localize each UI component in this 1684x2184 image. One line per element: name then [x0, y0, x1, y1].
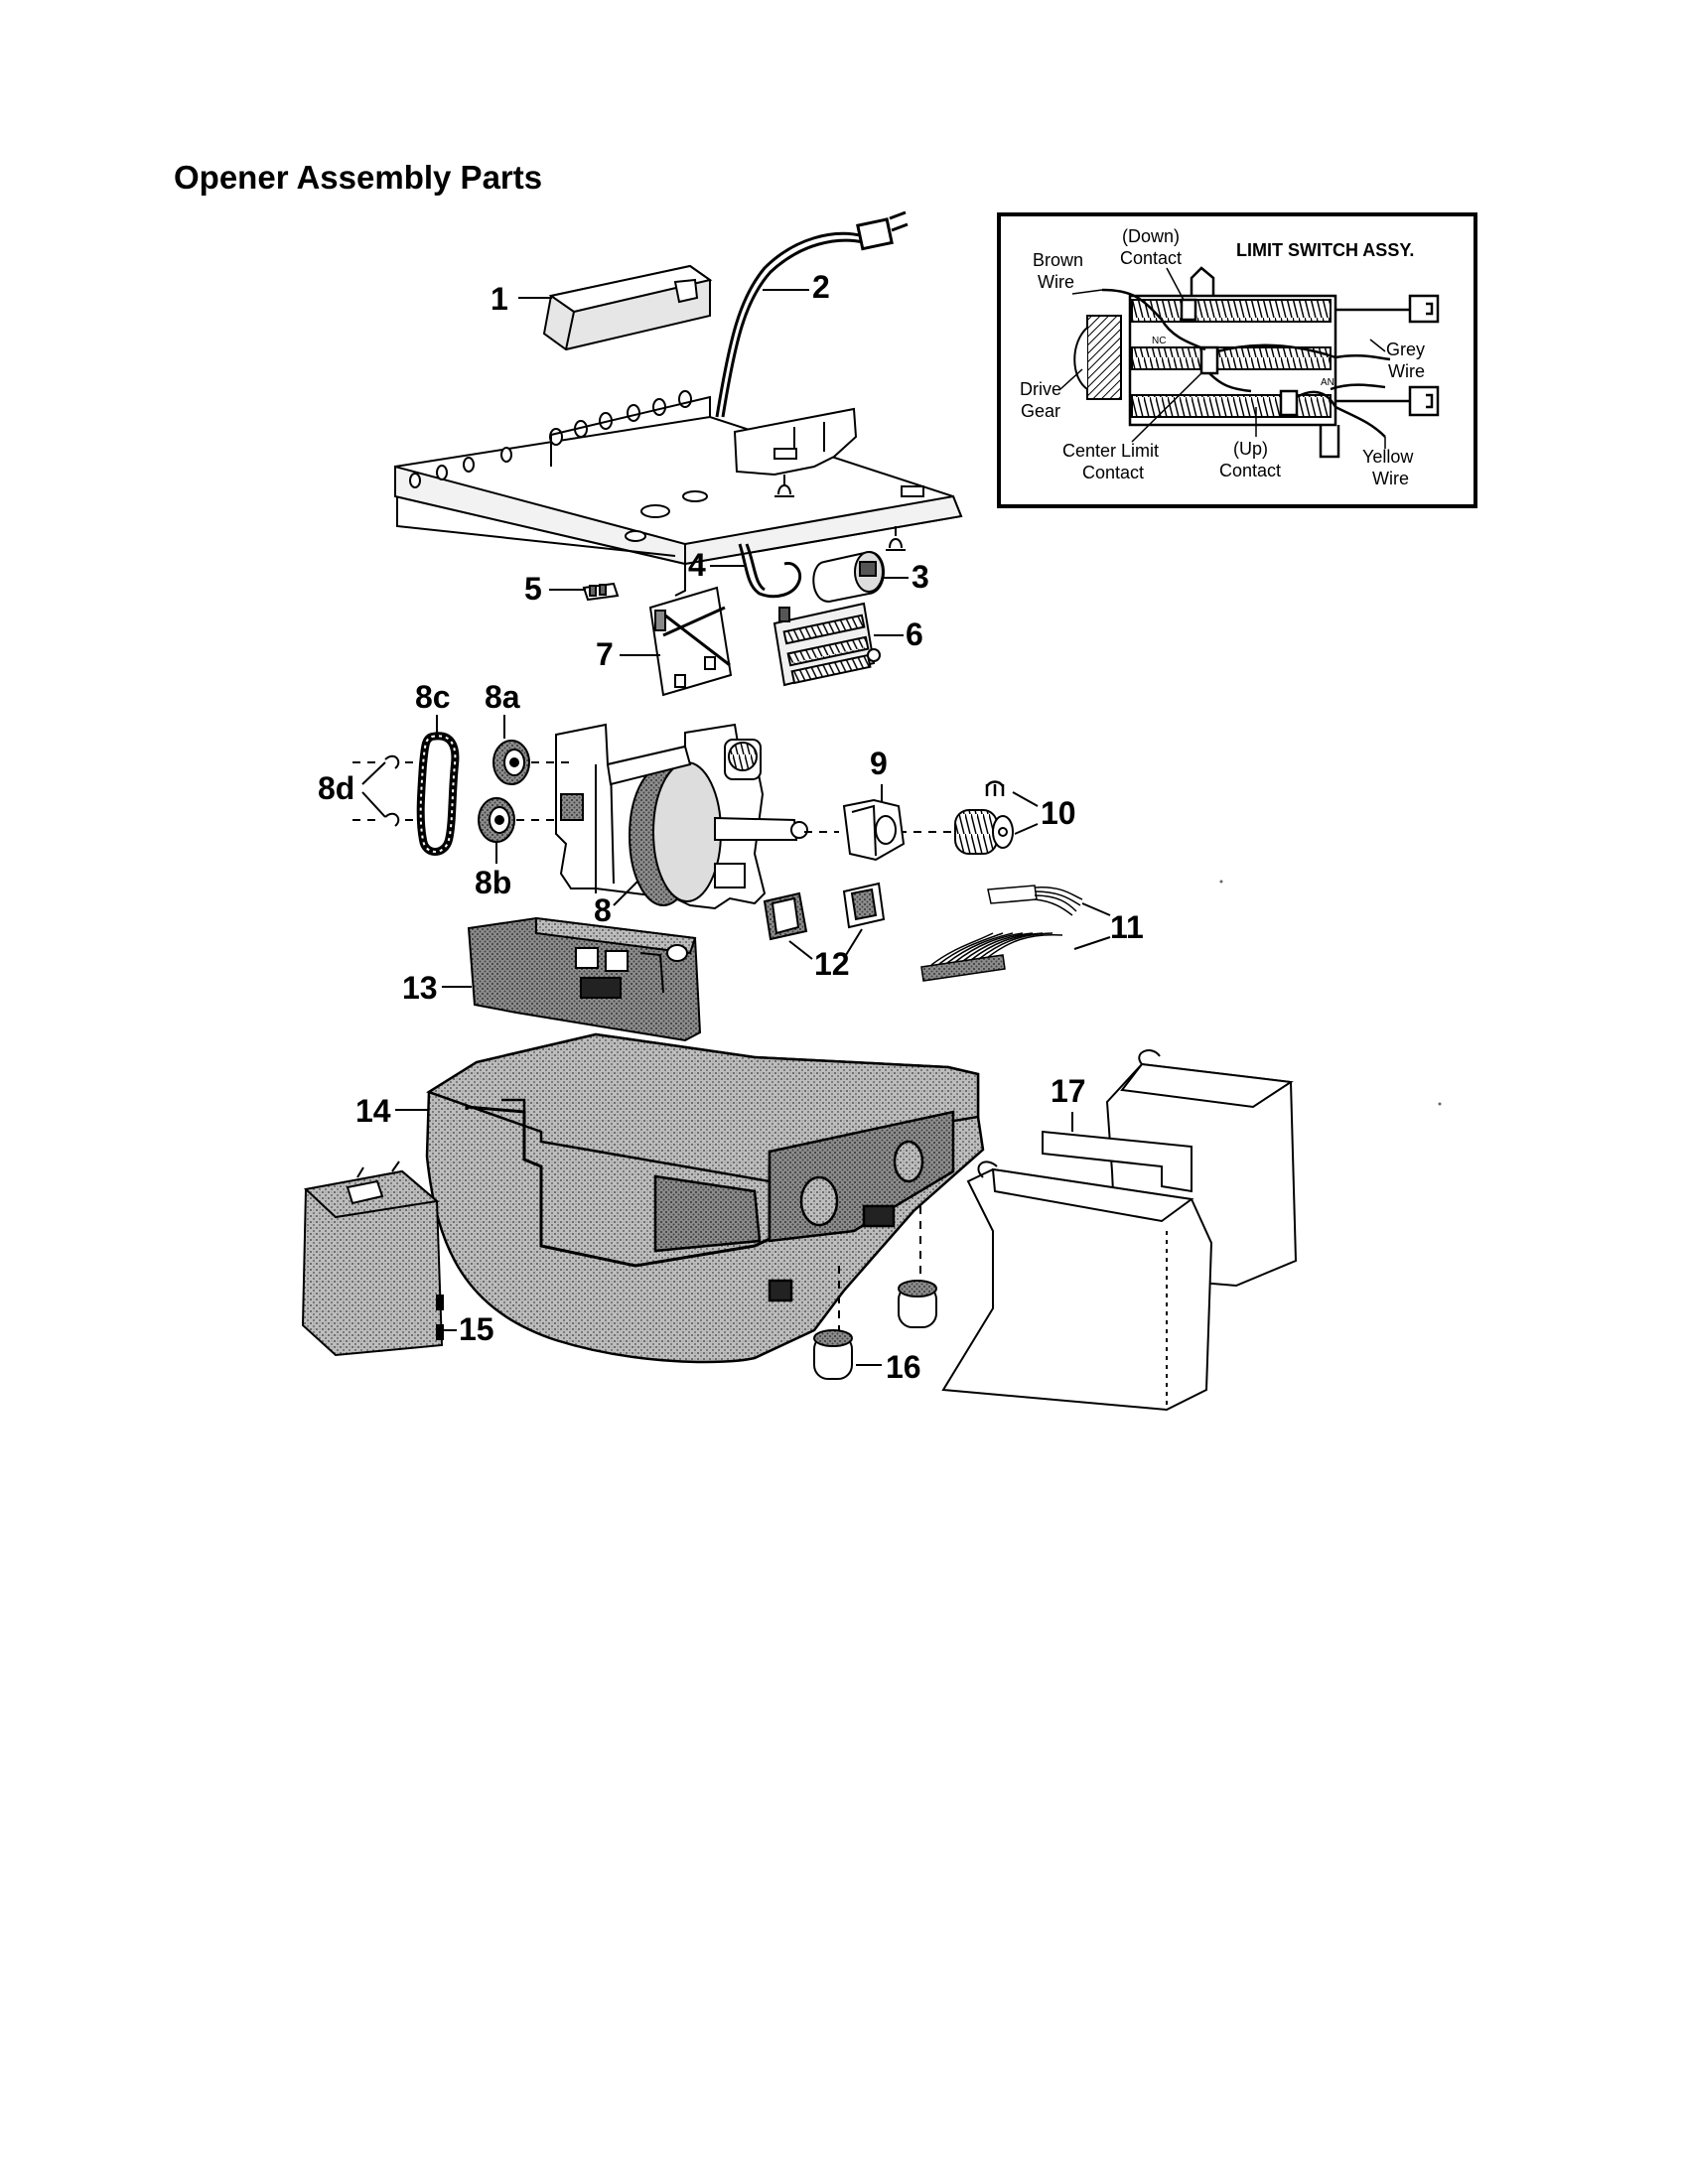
part-8b-gear [478, 797, 515, 843]
leader-10b [1014, 823, 1039, 835]
inset-mark-an: AN [1321, 377, 1334, 388]
callout-8d: 8d [318, 770, 354, 806]
callout-16: 16 [886, 1349, 921, 1385]
callout-2: 2 [812, 269, 830, 305]
part-14-housing [425, 1032, 985, 1364]
label-drive-2: Gear [1021, 401, 1060, 421]
label-yellow-1: Yellow [1362, 447, 1414, 467]
callout-8b: 8b [475, 865, 511, 900]
leader-12a [788, 940, 813, 960]
label-yellow-2: Wire [1372, 469, 1409, 488]
label-center-1: Center Limit [1062, 441, 1159, 461]
label-up-1: (Up) [1233, 439, 1268, 459]
callout-17: 17 [1051, 1073, 1086, 1109]
callout-labels: 1 2 3 4 5 6 7 8c 8a 8d 8b 8 9 10 11 12 1… [318, 269, 1144, 1385]
label-drive-1: Drive [1020, 379, 1061, 399]
part-8c-belt [416, 732, 460, 856]
leader-11b [1073, 936, 1111, 950]
part-17-light-lens [941, 1049, 1298, 1412]
part-7-bracket [648, 586, 733, 697]
limit-switch-inset: LIMIT SWITCH ASSY. [997, 212, 1477, 508]
callout-6: 6 [906, 616, 923, 652]
dash-lines-gears [352, 761, 953, 833]
inset-mark-nc: NC [1152, 336, 1166, 346]
part-9-drive-cam [842, 798, 906, 862]
speck [1438, 1102, 1442, 1106]
label-grey-2: Wire [1388, 361, 1425, 381]
coil-middle [1131, 346, 1332, 370]
callout-7: 7 [596, 636, 614, 672]
callout-1: 1 [491, 281, 508, 317]
part-11-wire-harness [920, 885, 1083, 982]
part-8d-clips [361, 754, 400, 827]
part-10-worm-gear [954, 780, 1014, 855]
callout-4: 4 [688, 547, 706, 583]
leader-12b [845, 928, 863, 956]
part-15-door [301, 1160, 444, 1357]
page-title: Opener Assembly Parts [174, 159, 543, 196]
callout-11: 11 [1110, 909, 1144, 945]
label-brown-2: Wire [1038, 272, 1074, 292]
callout-8: 8 [594, 892, 612, 928]
part-4-clip [738, 543, 802, 599]
chassis-plate [394, 390, 963, 597]
leader-11a [1081, 902, 1111, 916]
drive-gear-shape [1086, 315, 1122, 400]
label-up-2: Contact [1219, 461, 1281, 480]
inset-title: LIMIT SWITCH ASSY. [1236, 240, 1414, 260]
part-12-connectors [763, 882, 886, 941]
callout-8c: 8c [415, 679, 451, 715]
callout-3: 3 [912, 559, 929, 595]
part-2-power-cord [715, 210, 909, 418]
label-down-2: Contact [1120, 248, 1182, 268]
part-1-cover [542, 264, 713, 351]
part-6-limit-switch [772, 602, 881, 687]
speck [1219, 880, 1223, 884]
leader-10a [1012, 791, 1039, 807]
label-center-2: Contact [1082, 463, 1144, 482]
label-brown-1: Brown [1033, 250, 1083, 270]
part-8-motor-assembly [555, 723, 808, 910]
part-5-terminal [582, 582, 620, 602]
label-down-1: (Down) [1122, 226, 1180, 246]
part-16-bushings [813, 1280, 937, 1380]
callout-15: 15 [459, 1311, 494, 1347]
callout-12: 12 [814, 946, 850, 982]
leader-8 [613, 881, 638, 906]
label-grey-1: Grey [1386, 340, 1425, 359]
callout-8a: 8a [485, 679, 520, 715]
callout-9: 9 [870, 746, 888, 781]
callout-13: 13 [402, 970, 438, 1006]
callout-14: 14 [355, 1093, 391, 1129]
coil-bottom [1131, 394, 1332, 418]
callout-10: 10 [1041, 795, 1076, 831]
part-8a-gear [492, 740, 530, 785]
part-13-logic-board [467, 916, 702, 1042]
callout-5: 5 [524, 571, 542, 607]
part-3-capacitor [812, 550, 885, 604]
